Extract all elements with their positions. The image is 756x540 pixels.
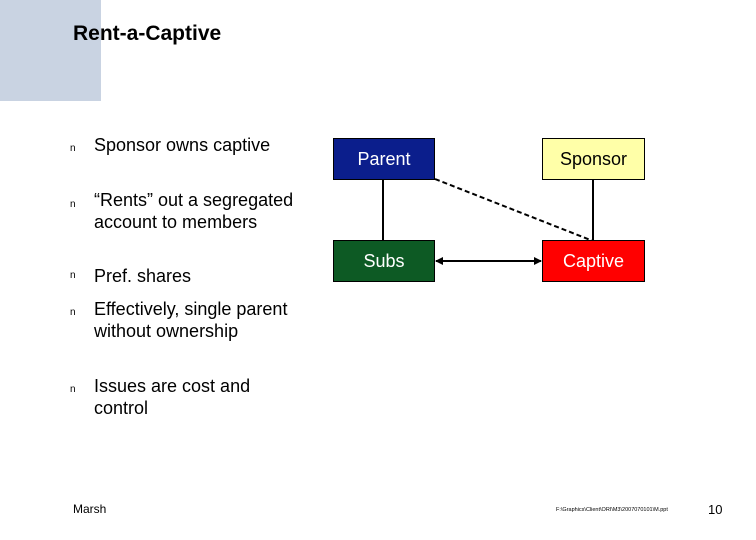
footer-company: Marsh: [73, 502, 107, 516]
bullet-item: Effectively, single parent without owner…: [94, 299, 288, 341]
parent-captive-dashed-line: [434, 178, 594, 242]
bullet-marker: n: [70, 384, 76, 395]
bullet-list: n Sponsor owns captive n “Rents” out a s…: [0, 0, 320, 540]
captive-box: Captive: [542, 240, 645, 282]
slide-title: Rent-a-Captive: [73, 22, 222, 45]
bullet-item: “Rents” out a segregated account to memb…: [94, 190, 294, 232]
corner-accent-block: [0, 0, 101, 101]
bullet-marker: n: [70, 199, 76, 210]
footer-file-path: F:\Graphics\Client\ORI\M3\2007070101\M.p…: [556, 507, 668, 513]
page-number: 10: [708, 502, 723, 517]
subs-box: Subs: [333, 240, 435, 282]
bullet-marker: n: [70, 143, 76, 154]
parent-box: Parent: [333, 138, 435, 180]
sponsor-box: Sponsor: [542, 138, 645, 180]
bullet-marker: n: [70, 270, 76, 281]
bullet-item: Pref. shares: [94, 266, 192, 286]
bullet-item: Issues are cost and control: [94, 376, 251, 418]
bullet-marker: n: [70, 307, 76, 318]
bullet-item: Sponsor owns captive: [94, 135, 271, 155]
